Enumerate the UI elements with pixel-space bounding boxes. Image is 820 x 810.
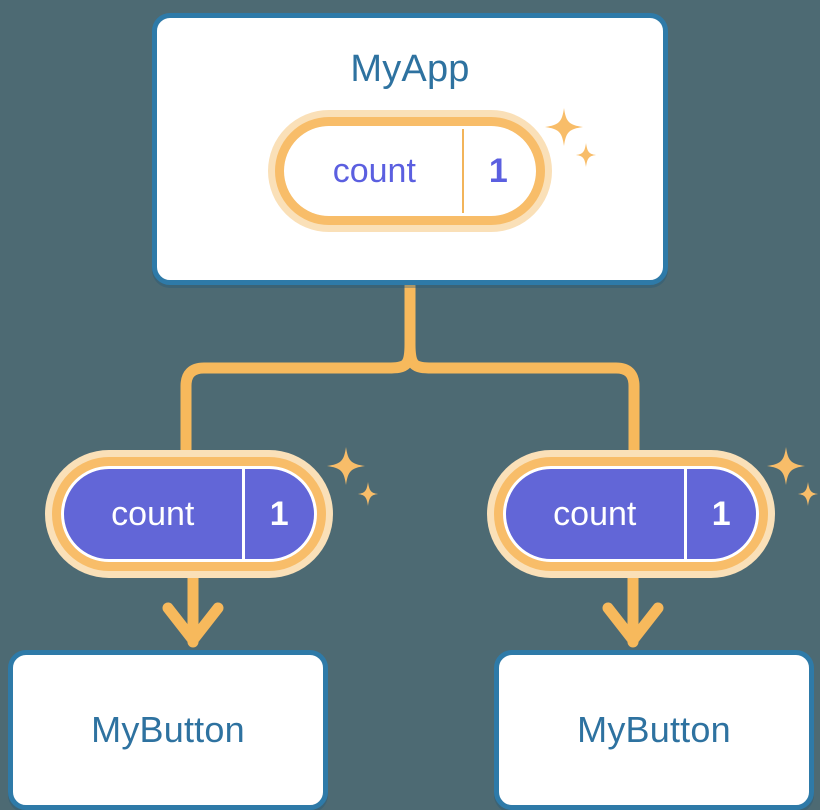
signal-pill-left[interactable]: count 1 bbox=[45, 450, 333, 578]
page-title: MyApp bbox=[350, 48, 470, 90]
signal-inner: count 1 bbox=[61, 466, 317, 562]
diagram-canvas: MyApp count 1 count 1 MyButton bbox=[8, 13, 818, 810]
arrow-down-icon-right bbox=[602, 602, 664, 646]
signal-ring: count 1 bbox=[494, 457, 768, 571]
branch-wire-left bbox=[180, 338, 416, 458]
signal-name: count bbox=[553, 494, 637, 533]
signal-inner: count 1 bbox=[503, 466, 759, 562]
signal-name: count bbox=[111, 494, 195, 533]
arrow-down-icon-left bbox=[162, 602, 224, 646]
signal-value: 1 bbox=[241, 469, 315, 559]
signal-inner: count 1 bbox=[284, 126, 536, 216]
signal-ring: count 1 bbox=[52, 457, 326, 571]
component-card-mybutton-right[interactable]: MyButton bbox=[494, 650, 814, 810]
signal-pill-right[interactable]: count 1 bbox=[487, 450, 775, 578]
component-card-mybutton-left[interactable]: MyButton bbox=[8, 650, 328, 810]
signal-value: 1 bbox=[461, 129, 533, 213]
signal-ring: count 1 bbox=[275, 117, 545, 225]
signal-value: 1 bbox=[683, 469, 757, 559]
signal-name: count bbox=[332, 151, 416, 190]
component-title: MyButton bbox=[91, 709, 245, 750]
branch-wire-right bbox=[404, 338, 640, 458]
signal-pill-app[interactable]: count 1 bbox=[268, 110, 552, 232]
component-title: MyButton bbox=[577, 709, 731, 750]
